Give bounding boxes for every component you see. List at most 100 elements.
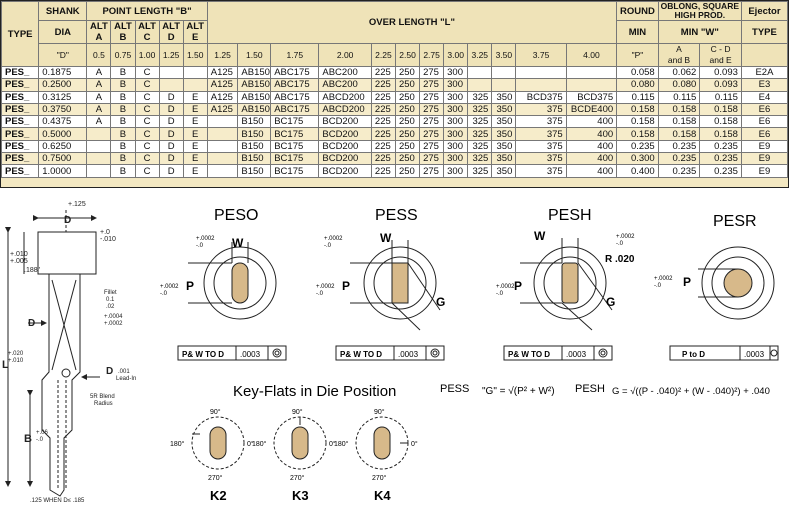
cell-length: ABC175 [270, 102, 320, 117]
cell-dia: 0.5000 [38, 127, 88, 141]
cell-w-a: 0.235 [657, 164, 701, 178]
cell-length [491, 65, 517, 80]
cell-w-cd: 0.235 [699, 164, 742, 178]
cell-length: 325 [467, 152, 493, 166]
header-type: TYPE [0, 1, 40, 67]
formula-pess: "G" = √(P² + W²) [482, 385, 555, 397]
label-text: R .020 [605, 254, 635, 265]
keyflat-k4: 90° 180° 0° 270° K4 [334, 408, 418, 503]
label-text: -.0 [316, 291, 324, 297]
cell-length: 300 [443, 115, 469, 129]
cell-w-cd: 0.158 [699, 102, 742, 117]
cell-round-p: 0.235 [616, 139, 659, 154]
label-text: +.0002 [496, 284, 515, 290]
cell-alt: A [86, 115, 112, 129]
label-text: P [186, 279, 194, 293]
cell-alt: B [110, 102, 136, 117]
header-ejector: Ejector [740, 1, 789, 21]
cell-alt: D [158, 152, 184, 166]
cell-alt: C [134, 139, 160, 154]
cell-w-cd: 0.158 [699, 115, 742, 129]
cell-alt: A [86, 90, 112, 104]
dim-text: D [106, 366, 113, 377]
cell-length: BCD200 [318, 152, 372, 166]
cell-alt: C [134, 65, 160, 80]
dim-text: .001 [118, 369, 130, 375]
cell-alt: A [86, 65, 112, 80]
cell-alt: E [182, 90, 208, 104]
cell-type: PES_ [0, 78, 40, 92]
cell-alt [158, 78, 184, 92]
cell-length: 250 [394, 152, 421, 166]
header-over-size: 2.00 [318, 43, 372, 67]
label-text: -.0 [160, 291, 168, 297]
cell-length: 250 [394, 102, 421, 117]
cell-length [515, 65, 567, 80]
dim-text: 0.1 [106, 297, 115, 303]
cell-type: PES_ [0, 127, 40, 141]
label-text: W [232, 236, 244, 250]
cell-alt: A [86, 78, 112, 92]
cell-length: 350 [491, 164, 517, 178]
cell-length [467, 65, 493, 80]
dim-text: +.005 [10, 258, 28, 265]
header-ejector-type: TYPE [740, 20, 789, 44]
label-text: ALT [90, 21, 108, 33]
cell-length: ABC175 [270, 90, 320, 104]
cell-round-p: 0.158 [616, 102, 659, 117]
label-text: 0° [329, 440, 336, 448]
dim-text: +.010 [8, 358, 24, 364]
label-text: .0003 [566, 350, 587, 359]
cell-length: BCDE400 [565, 102, 618, 117]
cell-length [206, 139, 239, 154]
cell-length: 275 [419, 152, 445, 166]
cell-length: 325 [467, 115, 493, 129]
keyflat-k2: 90° 180° 0° 270° K2 [170, 408, 254, 503]
header-over-size: 2.25 [370, 43, 396, 67]
cell-alt: C [134, 78, 160, 92]
cell-length: 400 [565, 115, 618, 129]
dim-text: +.0004 [104, 314, 123, 320]
cell-length: AB150 [237, 65, 272, 80]
cell-alt [86, 164, 112, 178]
cell-dia: 1.0000 [38, 164, 88, 178]
cell-length: A125 [206, 78, 239, 92]
punch-drawing [5, 210, 100, 497]
cell-alt [86, 152, 112, 166]
cell-length: ABCD200 [318, 90, 372, 104]
header-dia-sym: "D" [38, 43, 88, 67]
cell-length: 275 [419, 90, 445, 104]
header-dia: DIA [38, 20, 88, 44]
cell-type: PES_ [0, 152, 40, 166]
header-p-sym: "P" [616, 43, 659, 67]
cell-alt: B [110, 139, 136, 154]
cell-length: 400 [565, 139, 618, 154]
header-point-size: 1.00 [134, 43, 160, 67]
cell-w-a: 0.115 [657, 90, 701, 104]
label-text: D [167, 32, 175, 43]
header-over-size: 3.75 [515, 43, 567, 67]
label-text: W [380, 231, 392, 245]
cell-length: 250 [394, 78, 421, 92]
cell-length: 300 [443, 127, 469, 141]
cell-w-a: 0.158 [657, 127, 701, 141]
label-text: E [192, 32, 199, 43]
spec-table: TYPE SHANK POINT LENGTH "B" OVER LENGTH … [0, 1, 789, 178]
cell-round-p: 0.080 [616, 78, 659, 92]
cell-alt: B [110, 90, 136, 104]
cell-length: A125 [206, 90, 239, 104]
dim-text: D [28, 318, 35, 329]
punch-dims: +.125 D +.0 -.010 +.010 +.005 .188" Fill… [2, 201, 136, 504]
cell-length: BC175 [270, 164, 320, 178]
cell-alt: A [86, 102, 112, 117]
cell-dia: 0.3125 [38, 90, 88, 104]
cell-w-a: 0.062 [657, 65, 701, 80]
keyflats-title: Key-Flats in Die Position [233, 383, 396, 400]
label-text: -.0 [324, 243, 332, 249]
